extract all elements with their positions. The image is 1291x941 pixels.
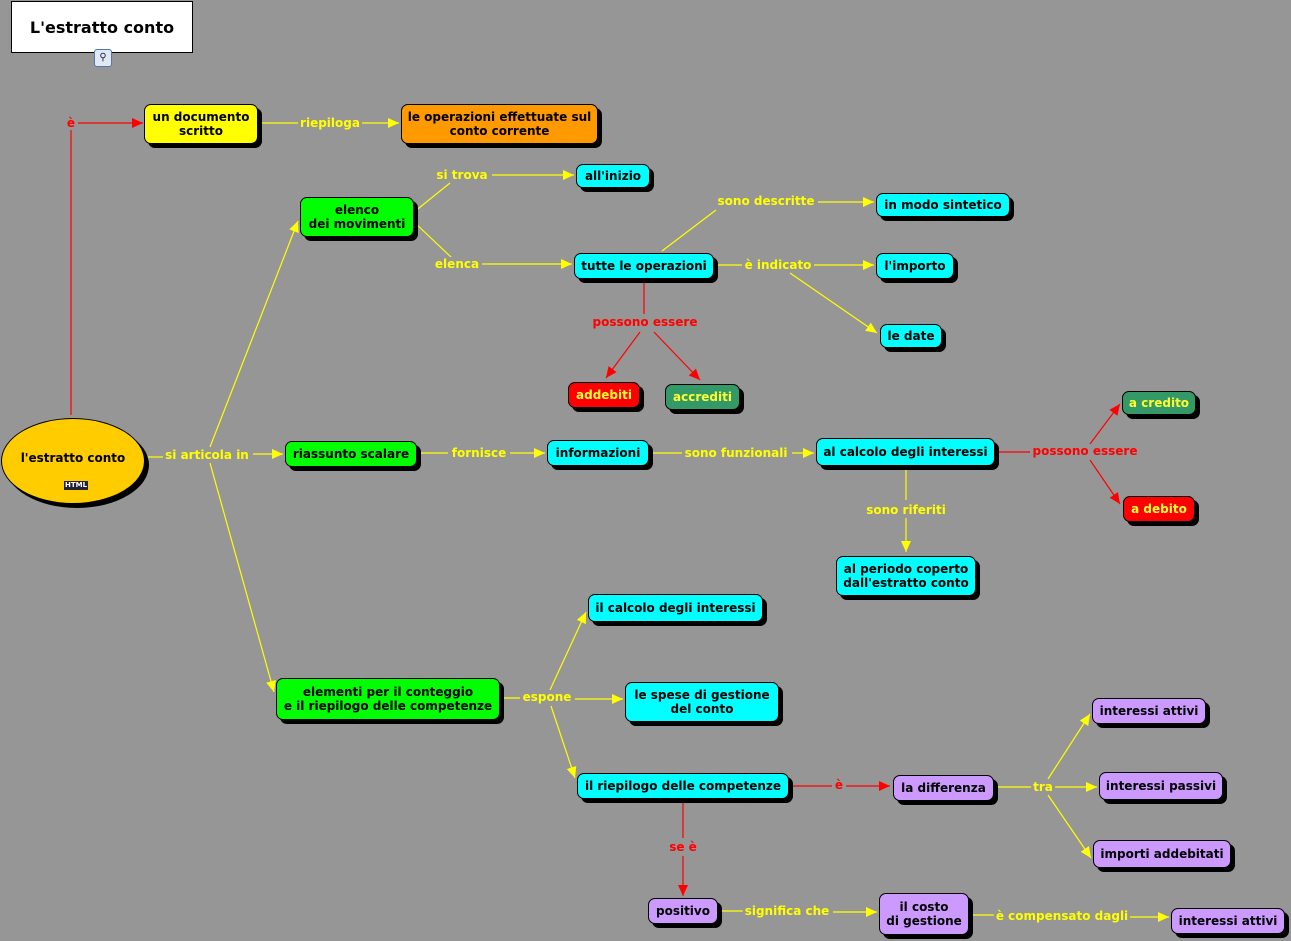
- arrowhead-icon: [563, 170, 574, 180]
- link-line: [661, 209, 717, 252]
- concept-interessi-attivi[interactable]: interessi attivi: [1092, 698, 1206, 724]
- concept-importo[interactable]: l'importo: [876, 253, 954, 279]
- concept-date[interactable]: le date: [880, 324, 942, 348]
- link-label-e-compensato-dagli[interactable]: è compensato dagli: [993, 909, 1131, 923]
- arrowhead-icon: [863, 260, 874, 270]
- arrowhead-icon: [612, 694, 623, 704]
- link-label-se-e[interactable]: se è: [667, 840, 699, 854]
- concept-spese-gestione[interactable]: le spese di gestione del conto: [625, 682, 779, 722]
- arrowhead-icon: [576, 612, 586, 625]
- concept-a-debito[interactable]: a debito: [1123, 496, 1195, 522]
- link-label-e-2[interactable]: è: [832, 778, 846, 792]
- arrowhead-icon: [289, 221, 299, 234]
- arrowhead-icon: [606, 366, 617, 378]
- concept-costo-gestione[interactable]: il costo di gestione: [879, 893, 969, 935]
- concept-periodo-coperto[interactable]: al periodo coperto dall'estratto conto: [836, 556, 976, 596]
- concept-accrediti[interactable]: accrediti: [665, 384, 740, 410]
- arrowhead-icon: [866, 907, 877, 917]
- link-line: [209, 220, 299, 448]
- link-label-possono-essere-2[interactable]: possono essere: [1030, 444, 1140, 458]
- link-line: [209, 462, 275, 693]
- arrowhead-icon: [879, 781, 890, 791]
- link-line: [549, 611, 587, 691]
- link-label-sono-funzionali[interactable]: sono funzionali: [682, 446, 790, 460]
- link-line: [789, 272, 878, 334]
- arrowhead-icon: [266, 680, 276, 692]
- concept-map-icon[interactable]: ⚲: [94, 49, 112, 67]
- arrowhead-icon: [561, 259, 572, 269]
- concept-inizio[interactable]: all'inizio: [576, 164, 650, 188]
- concept-addebiti[interactable]: addebiti: [568, 382, 640, 408]
- arrowhead-icon: [803, 448, 814, 458]
- concept-positivo[interactable]: positivo: [648, 898, 718, 924]
- link-line: [550, 705, 576, 779]
- concept-interessi-passivi[interactable]: interessi passivi: [1099, 772, 1223, 800]
- arrowhead-icon: [1109, 492, 1120, 504]
- arrowhead-icon: [1079, 714, 1090, 726]
- concept-sintetico[interactable]: in modo sintetico: [876, 193, 1010, 217]
- link-label-e[interactable]: è: [64, 116, 78, 130]
- arrowhead-icon: [272, 449, 283, 459]
- arrowhead-icon: [388, 118, 399, 128]
- link-label-possono-essere[interactable]: possono essere: [590, 315, 700, 329]
- link-label-si-articola-in[interactable]: si articola in: [163, 448, 251, 462]
- concept-calcolo-interessi[interactable]: al calcolo degli interessi: [816, 438, 995, 466]
- arrowhead-icon: [678, 885, 688, 896]
- arrowhead-icon: [901, 541, 911, 552]
- arrowhead-icon: [1158, 912, 1169, 922]
- link-line: [653, 331, 701, 381]
- link-line: [413, 182, 451, 213]
- link-label-fornisce[interactable]: fornisce: [449, 446, 509, 460]
- concept-operazioni-effettuate[interactable]: le operazioni effettuate sul conto corre…: [401, 104, 598, 144]
- root-concept[interactable]: l'estratto conto: [1, 418, 145, 504]
- arrowhead-icon: [1080, 846, 1091, 858]
- arrowhead-icon: [688, 368, 700, 380]
- link-label-tra[interactable]: tra: [1031, 780, 1055, 794]
- link-label-riepiloga[interactable]: riepiloga: [298, 116, 362, 130]
- concept-informazioni[interactable]: informazioni: [547, 440, 649, 466]
- html-icon[interactable]: HTML: [64, 481, 89, 490]
- concept-calcolo-interessi-2[interactable]: il calcolo degli interessi: [588, 594, 763, 622]
- link-label-sono-descritte[interactable]: sono descritte: [715, 194, 817, 208]
- concept-riepilogo-competenze[interactable]: il riepilogo delle competenze: [577, 773, 789, 799]
- concept-elenco[interactable]: elenco dei movimenti: [300, 197, 414, 237]
- link-line: [1047, 794, 1092, 859]
- concept-interessi-attivi-2[interactable]: interessi attivi: [1171, 908, 1285, 934]
- link-label-si-trova[interactable]: si trova: [434, 168, 490, 182]
- link-line: [1047, 713, 1091, 780]
- arrowhead-icon: [1109, 404, 1120, 416]
- map-title: L'estratto conto: [11, 1, 193, 53]
- link-line: [413, 221, 453, 259]
- arrowhead-icon: [534, 448, 545, 458]
- arrowhead-icon: [132, 118, 143, 128]
- arrowhead-icon: [863, 197, 874, 207]
- link-label-espone[interactable]: espone: [520, 690, 574, 704]
- link-label-elenca[interactable]: elenca: [432, 257, 482, 271]
- concept-importi-addebitati[interactable]: importi addebitati: [1093, 840, 1231, 868]
- concept-differenza[interactable]: la differenza: [893, 775, 994, 801]
- arrowhead-icon: [865, 322, 877, 333]
- arrowhead-icon: [566, 765, 577, 778]
- concept-riassunto-scalare[interactable]: riassunto scalare: [285, 441, 417, 467]
- concept-a-credito[interactable]: a credito: [1122, 391, 1196, 415]
- link-label-e-indicato[interactable]: è indicato: [742, 258, 814, 272]
- concept-documento[interactable]: un documento scritto: [144, 104, 258, 144]
- link-label-sono-riferiti[interactable]: sono riferiti: [864, 503, 948, 517]
- concept-elementi-conteggio[interactable]: elementi per il conteggio e il riepilogo…: [276, 678, 500, 720]
- link-label-significa-che[interactable]: significa che: [742, 904, 832, 918]
- arrowhead-icon: [1086, 782, 1097, 792]
- concept-tutte-operazioni[interactable]: tutte le operazioni: [574, 253, 714, 279]
